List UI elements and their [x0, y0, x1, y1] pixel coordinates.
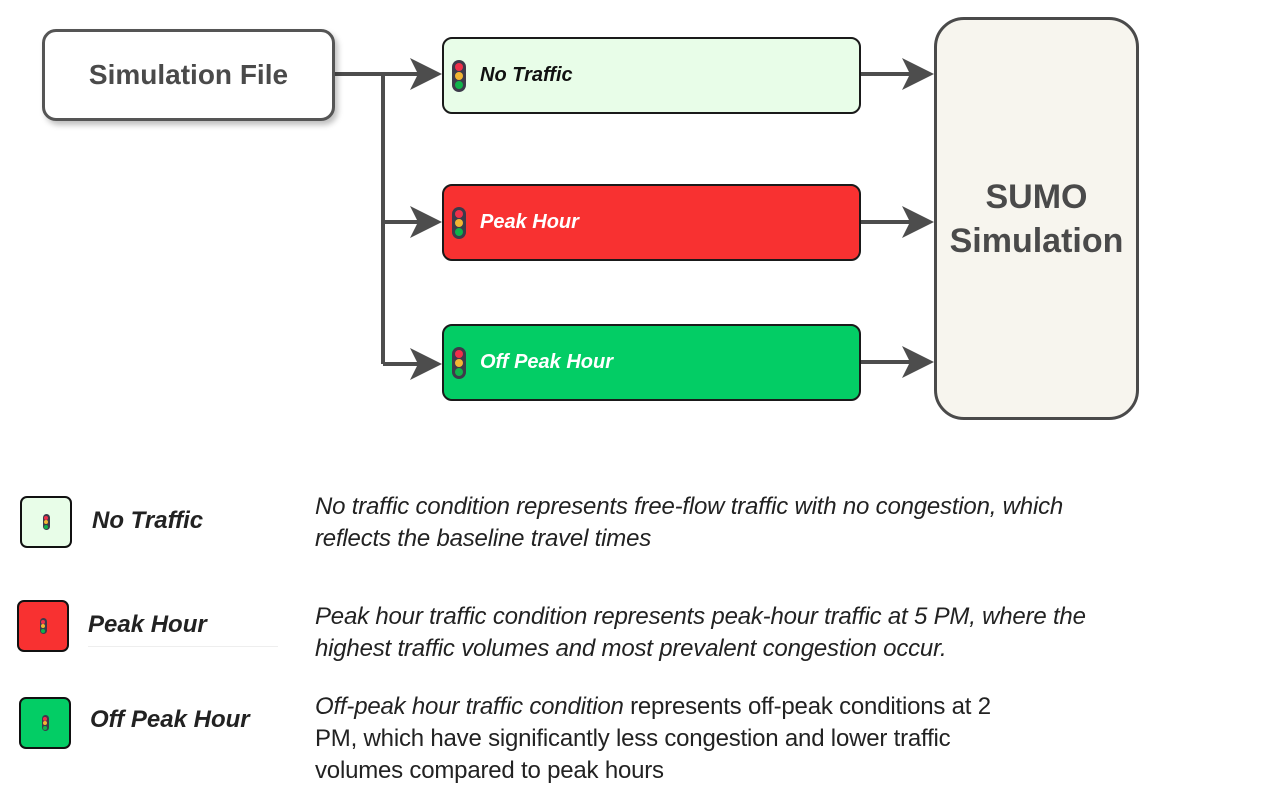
no-traffic-node[interactable]: No Traffic: [442, 37, 861, 114]
legend-desc-line: No traffic condition represents free-flo…: [315, 493, 1064, 520]
legend-desc-line: highest traffic volumes and most prevale…: [315, 635, 947, 662]
no-traffic-label: No Traffic: [480, 64, 573, 86]
legend-desc-off-peak-hour: Off-peak hour traffic condition represen…: [315, 691, 991, 787]
legend-name-peak-hour: Peak Hour: [88, 611, 207, 638]
peak-hour-label: Peak Hour: [480, 211, 579, 233]
legend-desc-line: volumes compared to peak hours: [315, 757, 664, 784]
traffic-light-icon: [452, 206, 466, 239]
legend-divider: [88, 646, 278, 647]
sumo-label-line2: Simulation: [949, 221, 1124, 260]
legend-swatch-off-peak-hour: [19, 697, 71, 749]
traffic-light-icon: [42, 514, 50, 530]
traffic-light-icon: [452, 59, 466, 92]
traffic-light-icon: [39, 618, 47, 634]
legend-desc-line: PM, which have significantly less conges…: [315, 725, 951, 752]
sumo-label-line1: SUMO: [985, 177, 1088, 216]
simulation-file-label: Simulation File: [88, 59, 289, 90]
legend-desc-line: reflects the baseline travel times: [315, 525, 652, 552]
traffic-light-icon: [41, 715, 49, 731]
traffic-light-icon: [452, 346, 466, 379]
legend-desc-peak-hour: Peak hour traffic condition represents p…: [315, 601, 1086, 665]
off-peak-hour-label: Off Peak Hour: [480, 351, 613, 373]
legend-desc-line: Peak hour traffic condition represents p…: [315, 603, 1086, 630]
legend-name-off-peak-hour: Off Peak Hour: [90, 706, 250, 733]
peak-hour-node[interactable]: Peak Hour: [442, 184, 861, 261]
legend-desc-no-traffic: No traffic condition represents free-flo…: [315, 491, 1063, 555]
sumo-simulation-node[interactable]: SUMO Simulation: [934, 17, 1139, 420]
off-peak-hour-node[interactable]: Off Peak Hour: [442, 324, 861, 401]
legend-swatch-no-traffic: [20, 496, 72, 548]
simulation-file-node[interactable]: Simulation File: [42, 29, 335, 121]
legend-swatch-peak-hour: [17, 600, 69, 652]
legend-desc-line: Off-peak hour traffic condition represen…: [315, 691, 991, 723]
legend-desc-italic: Off-peak hour traffic condition: [315, 693, 624, 720]
legend-name-no-traffic: No Traffic: [92, 507, 204, 534]
legend-desc-rest: represents off-peak conditions at 2: [623, 693, 991, 720]
